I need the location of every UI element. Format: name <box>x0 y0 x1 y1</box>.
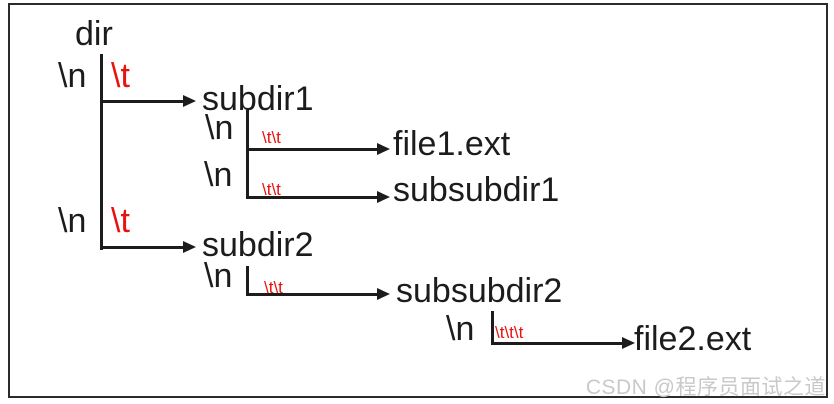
connector-arrow-file2 <box>491 337 635 349</box>
connector-arrow-subsubdir2 <box>246 288 390 300</box>
connector-arrow-subdir2 <box>100 241 196 253</box>
node-subsubdir1: subsubdir1 <box>393 171 560 209</box>
node-subdir1: subdir1 <box>202 80 314 118</box>
connector-arrow-subsubdir1 <box>246 191 390 203</box>
watermark: CSDN @程序员面试之道 <box>585 376 826 399</box>
arrow-head-icon <box>377 288 390 300</box>
node-dir: dir <box>75 15 113 53</box>
connector-vline-subdir2 <box>246 266 249 296</box>
node-file2: file2.ext <box>634 320 752 358</box>
node-subdir2: subdir2 <box>202 226 314 264</box>
tab-label-subdir2: \t <box>111 202 130 240</box>
newline-label-subdir1: \n <box>58 57 87 95</box>
arrow-head-icon <box>377 143 390 155</box>
arrow-head-icon <box>622 337 635 349</box>
tab2-label-subsubdir1: \t\t <box>262 180 281 199</box>
arrow-head-icon <box>377 191 390 203</box>
connector-vline-subsubdir2 <box>491 311 494 345</box>
tab3-label-file2: \t\t\t <box>495 323 524 342</box>
node-subsubdir2: subsubdir2 <box>396 272 563 310</box>
connector-vline-subdir1 <box>246 110 249 199</box>
connector-arrow-file1 <box>246 143 390 155</box>
arrow-head-icon <box>183 241 196 253</box>
node-file1: file1.ext <box>393 125 511 163</box>
newline-label-file1: \n <box>205 109 234 147</box>
tab2-label-subsubdir2: \t\t <box>264 278 283 297</box>
newline-label-subsubdir2: \n <box>204 257 233 295</box>
newline-label-subdir2: \n <box>58 202 87 240</box>
connector-vline-dir <box>100 54 103 250</box>
tab2-label-file1: \t\t <box>262 128 281 147</box>
diagram-border <box>8 3 828 398</box>
arrow-head-icon <box>183 95 196 107</box>
newline-label-file2: \n <box>446 310 475 348</box>
newline-label-subsubdir1: \n <box>204 156 233 194</box>
connector-arrow-subdir1 <box>100 95 196 107</box>
tab-label-subdir1: \t <box>111 57 130 95</box>
